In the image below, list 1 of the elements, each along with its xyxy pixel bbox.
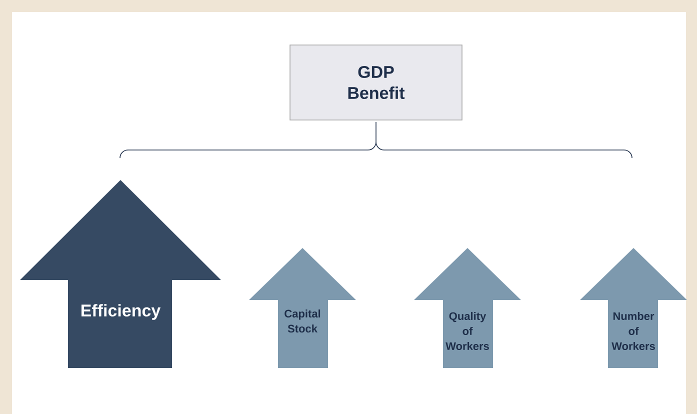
gdp-box: GDP Benefit — [290, 44, 462, 120]
